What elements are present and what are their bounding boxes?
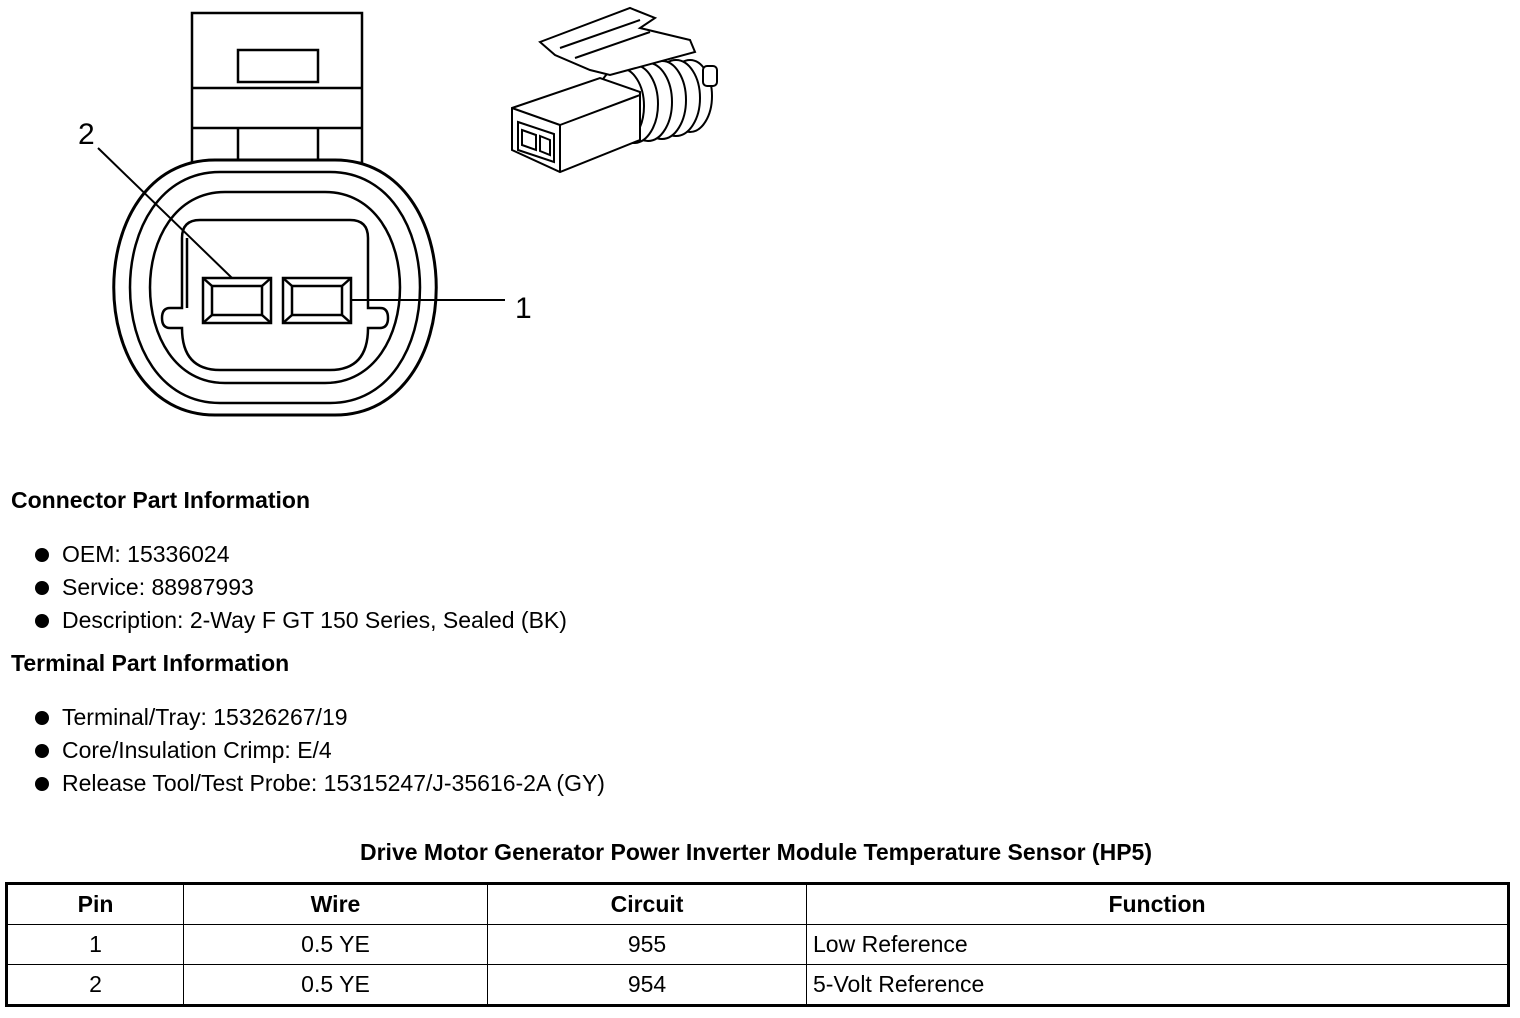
list-item: Release Tool/Test Probe: 15315247/J-3561…	[11, 767, 605, 800]
cell-circuit: 955	[487, 924, 807, 965]
connector-service: Service: 88987993	[62, 574, 254, 600]
bullet-icon	[35, 548, 49, 562]
cell-pin: 2	[6, 964, 184, 1006]
table-row: 2 0.5 YE 954 5-Volt Reference	[6, 964, 1509, 1006]
list-item: Description: 2-Way F GT 150 Series, Seal…	[11, 604, 567, 637]
connector-diagram: 2 1	[78, 6, 718, 417]
cell-circuit: 954	[487, 964, 807, 1006]
callout-label-pin-2: 2	[78, 118, 95, 151]
connector-isometric-view	[511, 6, 718, 174]
table-row: 1 0.5 YE 955 Low Reference	[6, 924, 1509, 965]
column-header-function: Function	[806, 883, 1509, 925]
table-header-row: Pin Wire Circuit Function	[6, 883, 1509, 925]
connector-info-heading: Connector Part Information	[11, 487, 311, 513]
list-item: Terminal/Tray: 15326267/19	[11, 701, 605, 734]
terminal-crimp: Core/Insulation Crimp: E/4	[62, 737, 332, 763]
connector-face-view	[112, 11, 438, 417]
callout-leaders	[97, 147, 505, 301]
pinout-table-title: Drive Motor Generator Power Inverter Mod…	[360, 839, 1152, 865]
column-header-wire: Wire	[183, 883, 488, 925]
terminal-tray: Terminal/Tray: 15326267/19	[62, 704, 348, 730]
bullet-icon	[35, 777, 49, 791]
list-item: Service: 88987993	[11, 571, 567, 604]
callout-label-pin-1: 1	[515, 292, 532, 325]
list-item: OEM: 15336024	[11, 538, 567, 571]
bullet-icon	[35, 711, 49, 725]
bullet-icon	[35, 614, 49, 628]
column-header-pin: Pin	[6, 883, 184, 925]
cell-wire: 0.5 YE	[183, 964, 488, 1006]
cell-pin: 1	[6, 924, 184, 965]
terminal-release-tool: Release Tool/Test Probe: 15315247/J-3561…	[62, 770, 605, 796]
pinout-table: Pin Wire Circuit Function 1 0.5 YE 955 L…	[5, 882, 1510, 1007]
cell-function: Low Reference	[806, 924, 1509, 965]
connector-oem: OEM: 15336024	[62, 541, 230, 567]
list-item: Core/Insulation Crimp: E/4	[11, 734, 605, 767]
terminal-info-heading: Terminal Part Information	[11, 650, 290, 676]
bullet-icon	[35, 581, 49, 595]
cell-wire: 0.5 YE	[183, 924, 488, 965]
connector-info-list: OEM: 15336024 Service: 88987993 Descript…	[11, 538, 567, 637]
terminal-info-list: Terminal/Tray: 15326267/19 Core/Insulati…	[11, 701, 605, 800]
connector-description: Description: 2-Way F GT 150 Series, Seal…	[62, 607, 567, 633]
column-header-circuit: Circuit	[487, 883, 807, 925]
cell-function: 5-Volt Reference	[806, 964, 1509, 1006]
bullet-icon	[35, 744, 49, 758]
